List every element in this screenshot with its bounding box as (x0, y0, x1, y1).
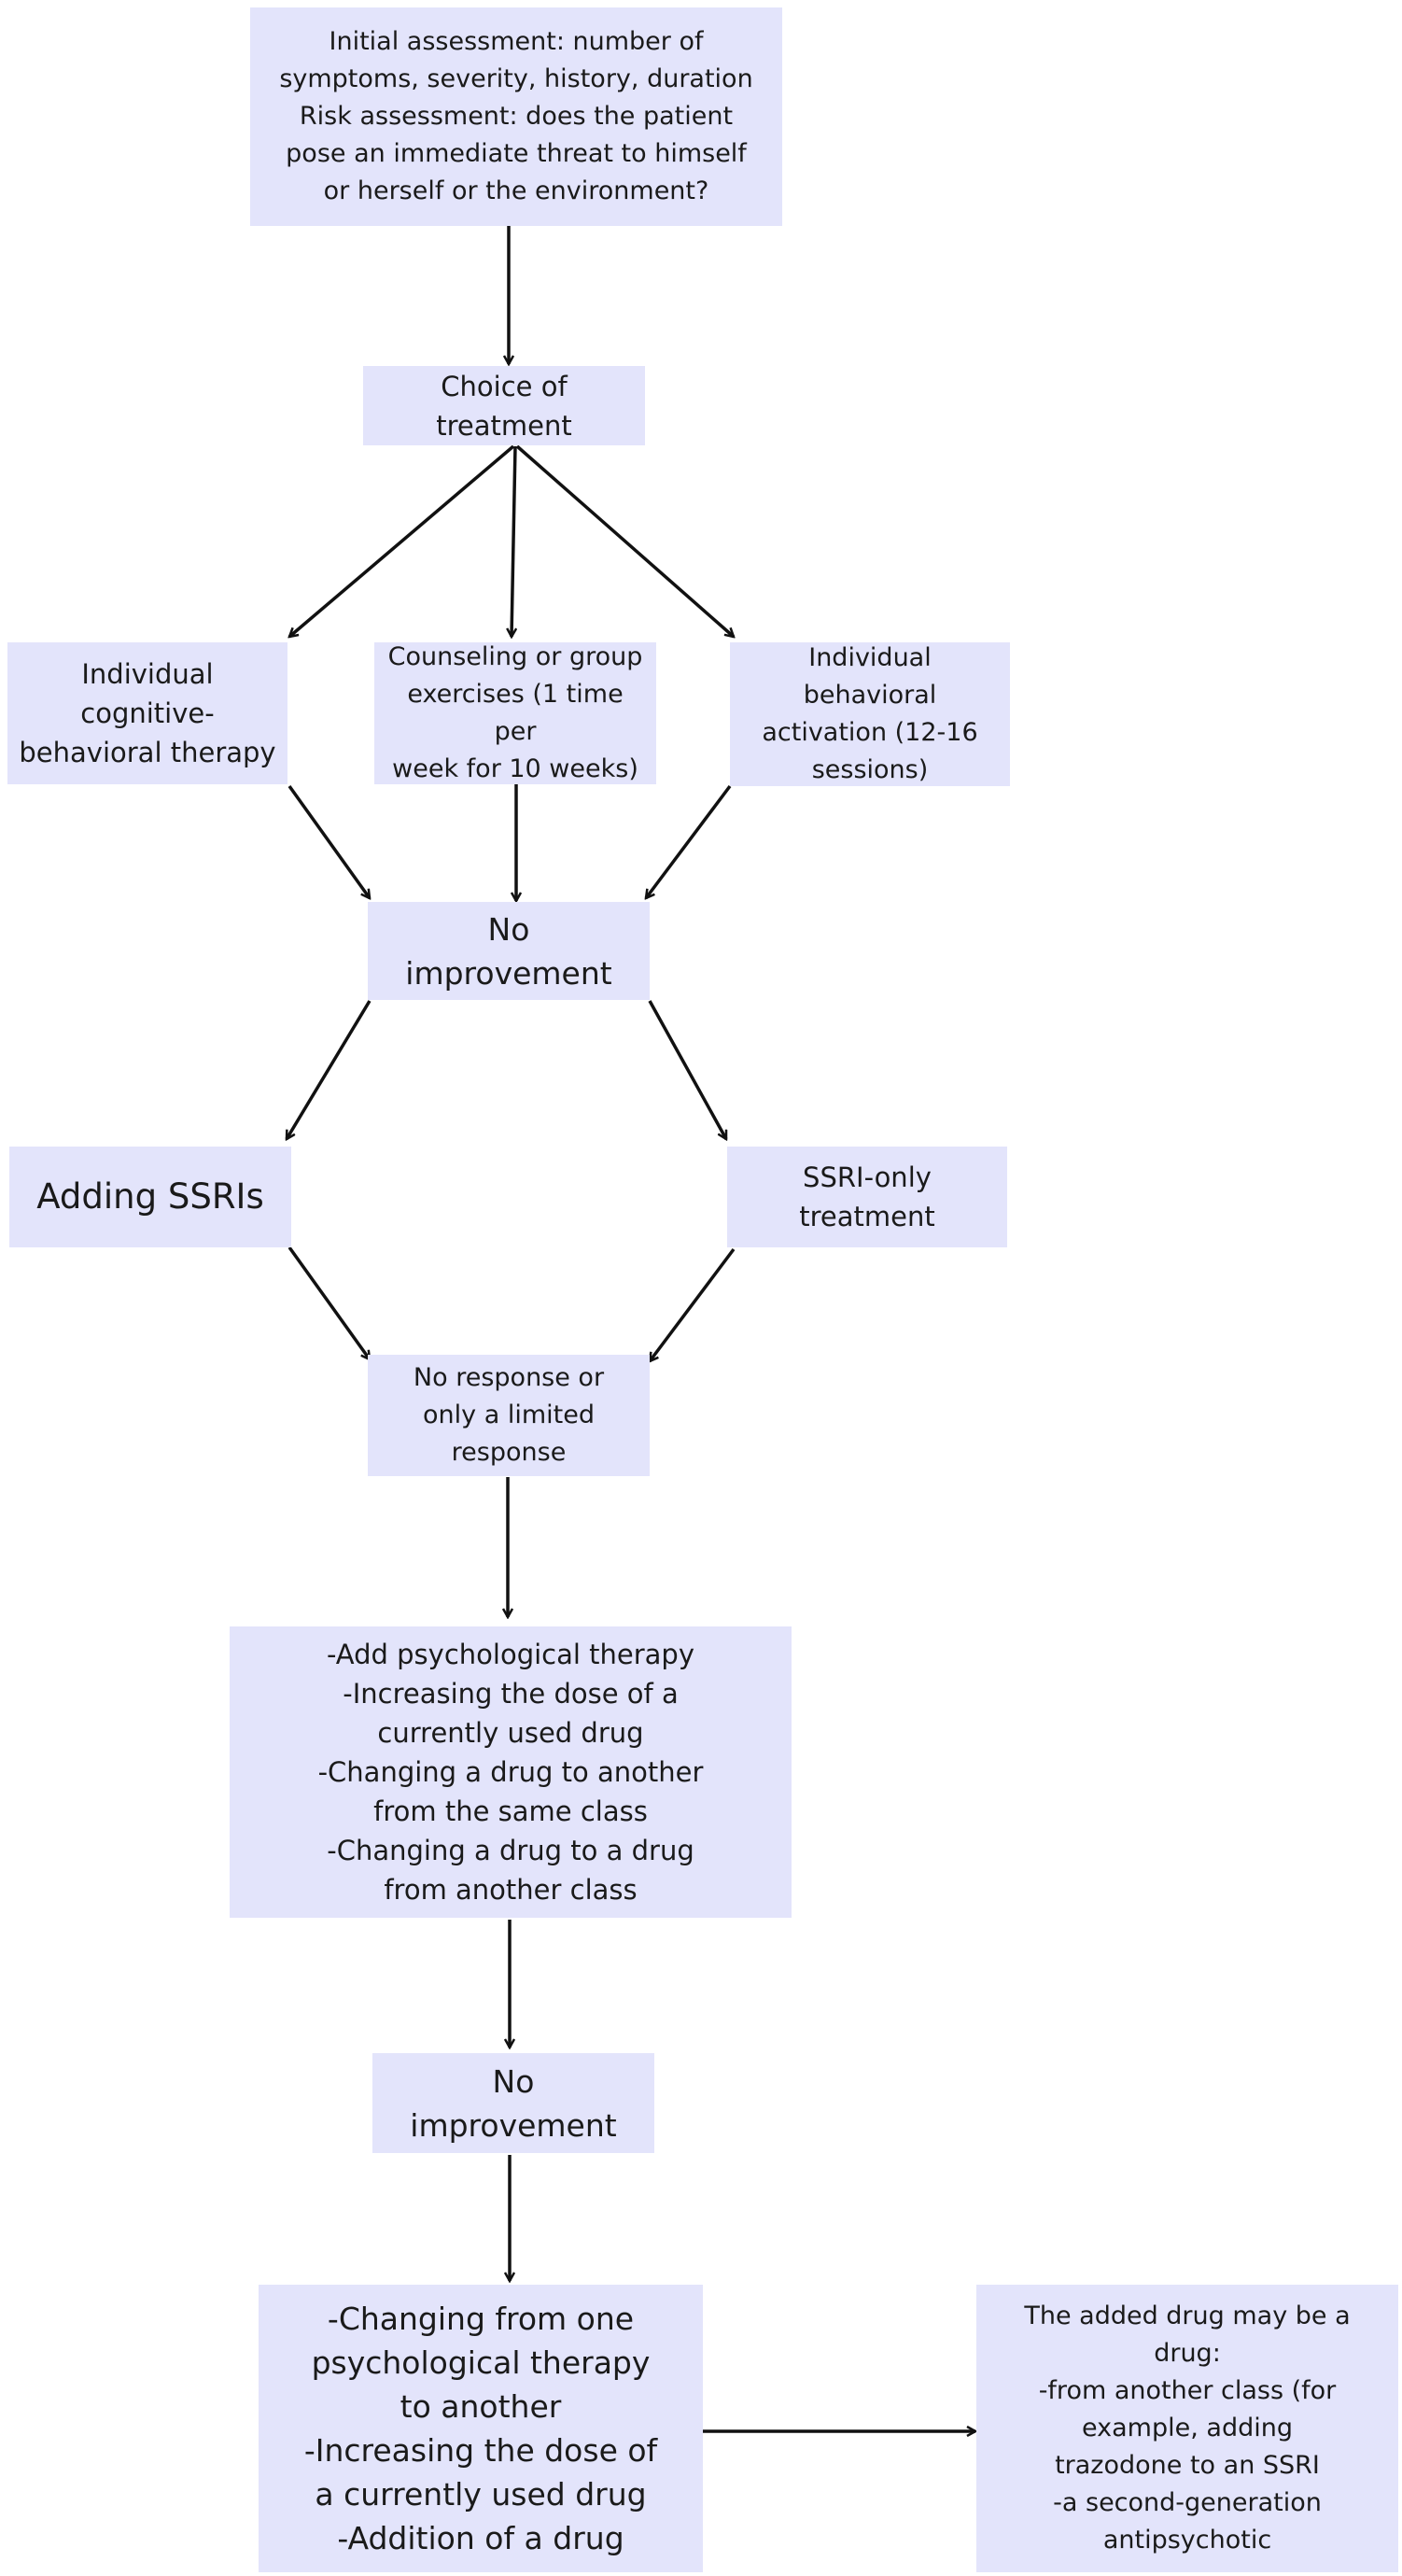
no-improvement-text-2: No improvement (410, 2062, 617, 2144)
arrow-activation-to-no-improvement (646, 784, 732, 898)
adding-ssris-box: Adding SSRIs (9, 1147, 291, 1247)
arrow-no-improvement-to-adding-ssris (285, 1000, 372, 1139)
added-drug-box: The added drug may be a drug: -from anot… (976, 2285, 1398, 2572)
arrow-choice-to-cbt (289, 444, 515, 637)
options-text-2: -Changing from one psychological therapy… (303, 2301, 658, 2556)
behavioral-activation-box: Individual behavioral activation (12-16 … (730, 642, 1010, 786)
arrow-no-improvement-to-ssri-only (648, 1000, 728, 1139)
initial-assessment-text: Initial assessment: number of symptoms, … (279, 27, 753, 205)
options-box-1: -Add psychological therapy -Increasing t… (230, 1626, 792, 1918)
arrow-adding-ssris-to-no-response (287, 1246, 370, 1359)
cbt-box: Individual cognitive- behavioral therapy (7, 642, 287, 784)
arrow-ssri-only-to-no-response (650, 1247, 736, 1361)
choice-of-treatment-text: Choice of treatment (436, 370, 572, 442)
arrow-choice-to-activation (515, 444, 734, 637)
choice-of-treatment-box: Choice of treatment (363, 366, 645, 445)
behavioral-activation-text: Individual behavioral activation (12-16 … (762, 643, 978, 784)
options-box-2: -Changing from one psychological therapy… (259, 2285, 703, 2572)
counseling-text: Counseling or group exercises (1 time pe… (387, 642, 643, 783)
no-response-text: No response or only a limited response (413, 1363, 605, 1467)
no-improvement-text-1: No improvement (405, 910, 612, 992)
arrow-cbt-to-no-improvement (287, 784, 370, 898)
ssri-only-text: SSRI-only treatment (799, 1161, 935, 1232)
no-response-box: No response or only a limited response (368, 1355, 650, 1476)
options-text-1: -Add psychological therapy -Increasing t… (317, 1639, 704, 1906)
counseling-box: Counseling or group exercises (1 time pe… (374, 642, 656, 784)
no-improvement-box-2: No improvement (372, 2053, 654, 2153)
arrow-choice-to-counseling (512, 445, 515, 637)
added-drug-text: The added drug may be a drug: -from anot… (1024, 2302, 1351, 2555)
no-improvement-box-1: No improvement (368, 902, 650, 1000)
adding-ssris-text: Adding SSRIs (36, 1176, 264, 1217)
cbt-text: Individual cognitive- behavioral therapy (19, 658, 276, 768)
initial-assessment-box: Initial assessment: number of symptoms, … (250, 7, 782, 226)
ssri-only-box: SSRI-only treatment (727, 1147, 1007, 1247)
